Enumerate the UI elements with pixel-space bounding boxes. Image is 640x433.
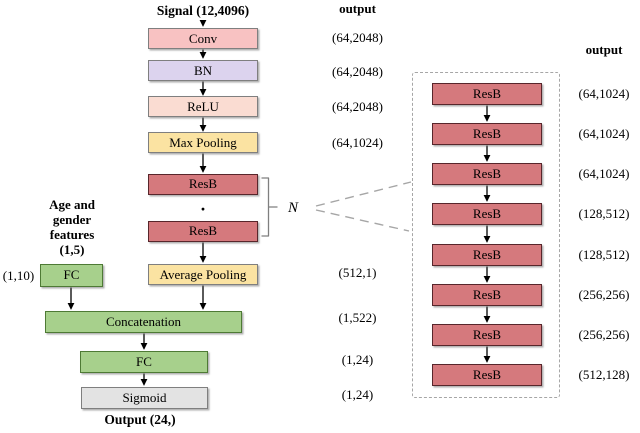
age-gender-caption: Age and gender features (1,5) (22, 197, 122, 257)
repeat-bracket (261, 177, 278, 237)
expanded-resb-block: ResB (432, 83, 542, 105)
resb-block-bottom: ResB (148, 221, 258, 242)
side-fc-output-label: (1,10) (2, 268, 35, 283)
final-output-label: Output (24,) (104, 412, 176, 427)
expanded-output-value: (128,512) (578, 206, 630, 221)
output-value: (64,1024) (332, 135, 383, 150)
output-value: (512,1) (338, 265, 377, 280)
ellipsis-dot: · (199, 199, 206, 219)
max-pooling-block: Max Pooling (148, 132, 258, 153)
output-value: (64,2048) (332, 99, 383, 114)
expanded-output-value: (64,1024) (578, 166, 630, 181)
relu-block: ReLU (148, 96, 258, 117)
fc-block-side: FC (40, 264, 103, 287)
expanded-resb-block: ResB (432, 203, 542, 225)
expanded-resb-block: ResB (432, 244, 542, 266)
expanded-output-value: (256,256) (578, 327, 630, 342)
output-header-right: output (585, 42, 623, 57)
caption-line: (1,5) (59, 242, 85, 257)
signal-label: Signal (12,4096) (156, 3, 250, 18)
concatenation-block: Concatenation (45, 311, 242, 333)
output-value: (64,2048) (332, 30, 383, 45)
expanded-resb-block: ResB (432, 123, 542, 145)
expanded-resb-block: ResB (432, 163, 542, 185)
caption-line: features (49, 227, 95, 242)
repeat-count-label: N (287, 200, 298, 216)
average-pooling-block: Average Pooling (148, 264, 258, 285)
output-value: (1,24) (341, 387, 374, 402)
sigmoid-block: Sigmoid (81, 387, 208, 409)
output-value: (64,2048) (332, 64, 383, 79)
output-header-left: output (339, 1, 376, 16)
output-value: (1,24) (341, 352, 374, 367)
conv-block: Conv (148, 28, 258, 49)
expanded-resb-block: ResB (432, 364, 542, 386)
caption-line: gender (52, 212, 92, 227)
expanded-resb-block: ResB (432, 284, 542, 306)
caption-line: Age and (49, 197, 95, 212)
resb-block-top: ResB (148, 174, 258, 195)
output-value: (1,522) (338, 310, 377, 325)
expansion-cone-lower (315, 209, 410, 232)
expanded-output-value: (512,128) (578, 367, 630, 382)
bn-block: BN (148, 60, 258, 81)
expanded-resb-block: ResB (432, 324, 542, 346)
expansion-cone-upper (315, 181, 412, 207)
expanded-output-value: (64,1024) (578, 126, 630, 141)
fc-block-main: FC (80, 351, 208, 373)
expanded-output-value: (128,512) (578, 247, 630, 262)
expanded-output-value: (256,256) (578, 287, 630, 302)
expanded-resb-panel (412, 72, 560, 398)
expanded-output-value: (64,1024) (578, 86, 630, 101)
